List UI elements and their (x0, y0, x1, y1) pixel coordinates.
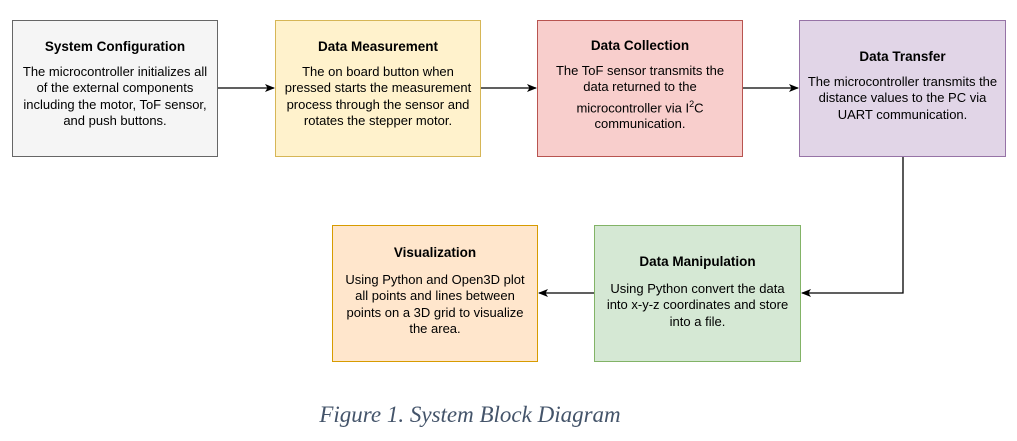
data-collection-desc-sup: 2 (689, 98, 695, 109)
figure-caption: Figure 1. System Block Diagram (319, 402, 621, 427)
data-manipulation-desc: Using Python convert the data into x-y-z… (606, 280, 789, 329)
data-measurement-box: Data Measurement The on board button whe… (275, 20, 481, 157)
data-manipulation-title: Data Manipulation (639, 254, 756, 269)
system-configuration-title: System Configuration (44, 39, 186, 54)
visualization-title: Visualization (393, 245, 477, 260)
arrow-transfer-to-manipulation (801, 157, 904, 297)
data-collection-desc-part2: C communication. (594, 99, 704, 132)
data-transfer-title: Data Transfer (859, 49, 946, 64)
data-collection-desc: The ToF sensor transmits the data return… (538, 63, 742, 133)
visualization-box: Visualization Using Python and Open3D pl… (332, 225, 538, 362)
data-measurement-desc: The on board button when pressed starts … (284, 63, 472, 129)
data-manipulation-box: Data Manipulation Using Python convert t… (594, 225, 801, 362)
data-transfer-desc: The microcontroller transmits the distan… (807, 73, 998, 122)
data-measurement-title: Data Measurement (317, 39, 439, 54)
system-configuration-box: System Configuration The microcontroller… (12, 20, 218, 157)
visualization-desc: Using Python and Open3D plot all points … (345, 271, 525, 337)
data-collection-box: Data Collection The ToF sensor transmits… (537, 20, 743, 157)
data-transfer-box: Data Transfer The microcontroller transm… (799, 20, 1006, 157)
data-collection-title: Data Collection (590, 38, 690, 53)
system-configuration-desc: The microcontroller initializes all of t… (22, 63, 208, 129)
data-collection-desc-part1: The ToF sensor transmits the data return… (555, 62, 725, 115)
